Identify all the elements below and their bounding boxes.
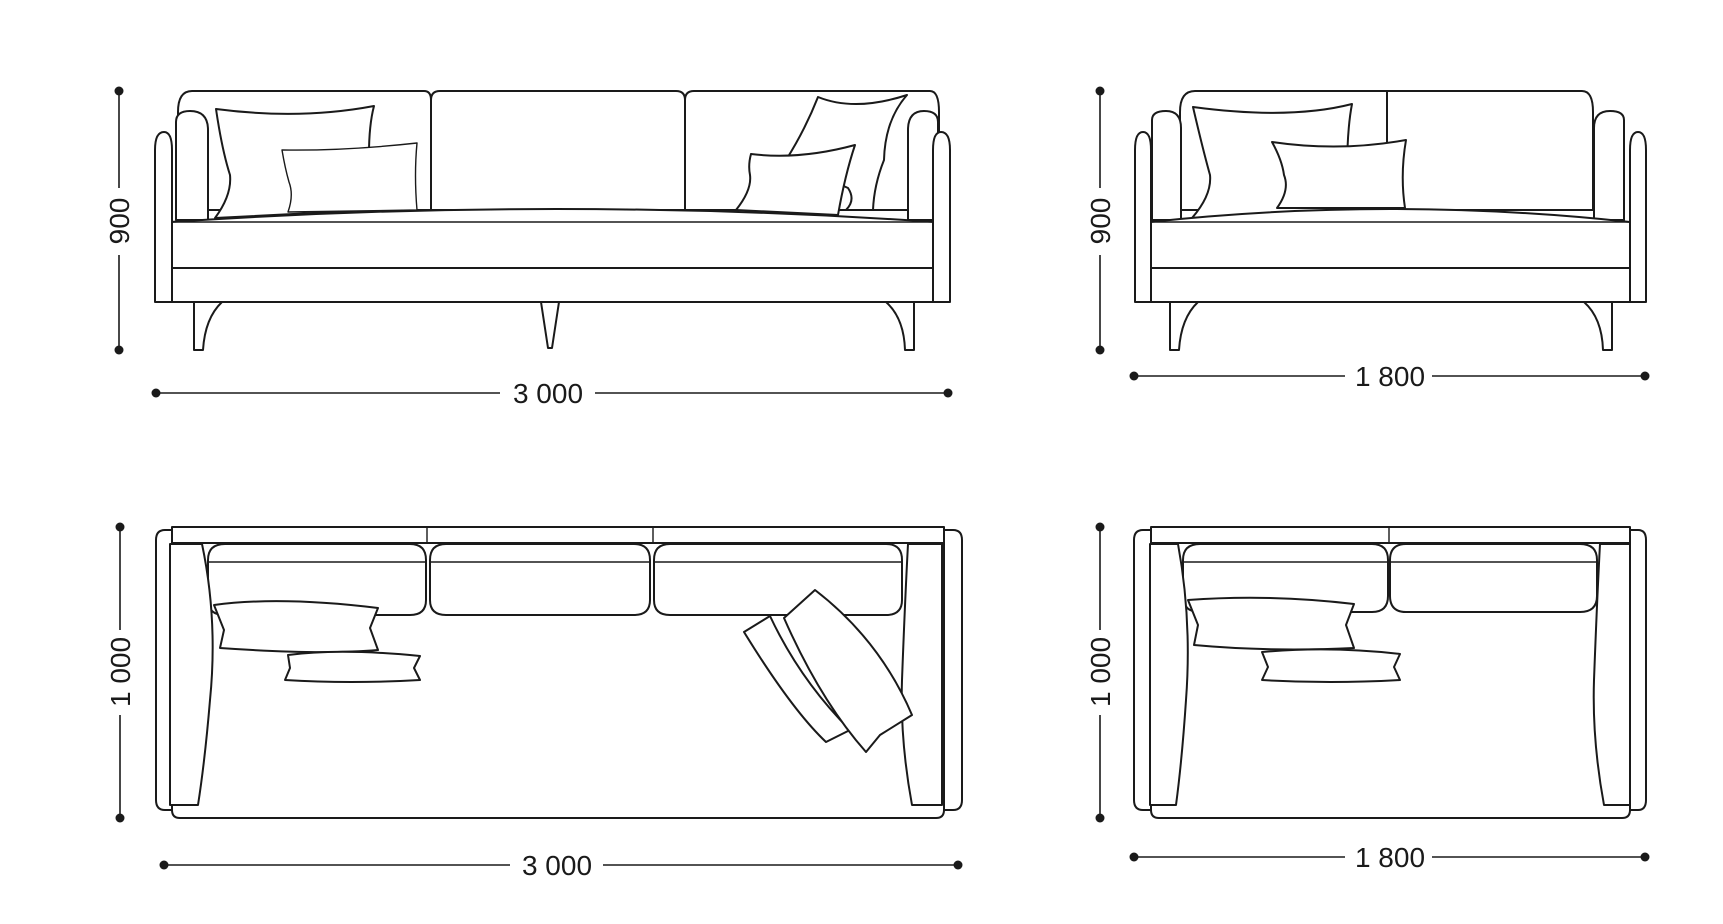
dimension-top-large-width: 3 000 (159, 850, 963, 881)
dimension-top-large-depth: 1 000 (105, 522, 136, 823)
dim-label-top-small-depth: 1 000 (1085, 637, 1116, 707)
dimension-top-small-depth: 1 000 (1085, 522, 1116, 823)
dim-label-front-small-height: 900 (1085, 198, 1116, 245)
dimension-front-small-width: 1 800 (1129, 361, 1650, 392)
dim-label-top-large-width: 3 000 (522, 850, 592, 881)
dimension-front-large-width: 3 000 (151, 378, 953, 409)
dimension-front-large-height: 900 (104, 86, 135, 355)
dimension-top-small-width: 1 800 (1129, 842, 1650, 873)
dim-label-front-large-height: 900 (104, 198, 135, 245)
dim-label-front-large-width: 3 000 (513, 378, 583, 409)
front-view-small-sofa (1134, 90, 1647, 351)
top-view-small-sofa (1133, 526, 1647, 819)
dim-label-top-large-depth: 1 000 (105, 637, 136, 707)
dim-label-top-small-width: 1 800 (1355, 842, 1425, 873)
top-view-large-sofa (155, 526, 963, 819)
dimension-front-small-height: 900 (1085, 86, 1116, 355)
front-view-large-sofa (154, 90, 951, 351)
dim-label-front-small-width: 1 800 (1355, 361, 1425, 392)
